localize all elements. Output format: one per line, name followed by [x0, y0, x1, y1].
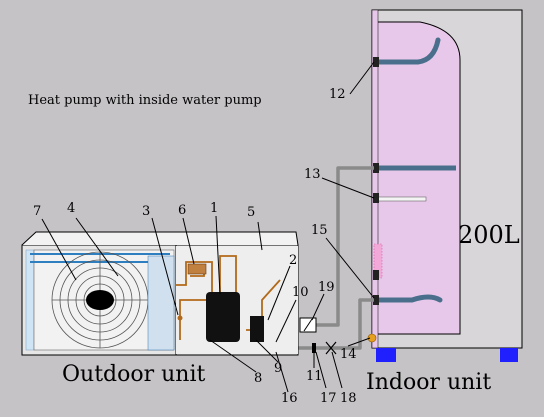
callout-12: 12: [329, 87, 346, 102]
coil-lower-connector: [373, 295, 379, 305]
tank-foot-left: [376, 348, 396, 362]
indoor-unit-caption: Indoor unit: [366, 370, 492, 395]
valve-17: [312, 343, 316, 353]
callout-10: 10: [292, 285, 309, 300]
callout-5: 5: [247, 205, 256, 220]
callout-8: 8: [254, 371, 263, 386]
callout-16: 16: [281, 391, 298, 406]
sensor-connector: [373, 193, 379, 203]
valve-18: [325, 341, 337, 355]
outdoor-unit: [21, 231, 299, 356]
leader-3: [151, 217, 179, 316]
leader-9: [255, 339, 279, 363]
hot-water-supply-pipe: [302, 166, 374, 327]
leader-10: [275, 299, 297, 343]
callout-1: 1: [210, 201, 219, 216]
tank-foot-right: [500, 348, 518, 362]
callout-18: 18: [340, 391, 357, 406]
leader-8: [209, 339, 257, 373]
leader-17: [315, 351, 327, 389]
callout-7: 7: [33, 204, 42, 219]
coil-upper-connector: [373, 163, 379, 173]
water-pipes: [282, 166, 374, 350]
callout-15: 15: [311, 223, 328, 238]
expansion-valve: [177, 315, 183, 321]
callout-4: 4: [67, 201, 76, 216]
outdoor-top-face: [21, 231, 299, 246]
plate-heat-exchanger: [250, 316, 264, 342]
fan-hub: [86, 290, 114, 310]
tank-capacity-label: 200L: [458, 221, 520, 249]
water-tank: [367, 9, 523, 362]
callout-17: 17: [320, 391, 337, 406]
callout-leaders: [41, 61, 375, 393]
leader-7: [41, 218, 77, 281]
coil-lower: [373, 294, 443, 303]
outdoor-unit-caption: Outdoor unit: [62, 362, 206, 387]
compressor: [206, 292, 240, 342]
leader-6: [182, 217, 195, 265]
condenser-fins: [147, 255, 175, 351]
leader-13: [321, 177, 375, 199]
stop-valves: [312, 341, 337, 355]
leader-5: [257, 221, 263, 251]
tank-interior: [375, 21, 461, 335]
leader-14: [347, 337, 371, 347]
leader-16: [275, 351, 289, 393]
leader-18: [331, 351, 343, 389]
evaporator-fins-left: [25, 249, 35, 351]
leader-4: [75, 217, 119, 277]
four-way-valve: [187, 263, 207, 275]
tank-left-wall: [371, 9, 379, 349]
check-valve: [299, 317, 317, 333]
leader-12: [349, 61, 375, 95]
callout-2: 2: [289, 253, 298, 268]
callout-3: 3: [142, 204, 151, 219]
callout-11: 11: [306, 369, 323, 384]
water-return-pipe: [282, 298, 374, 350]
callout-13: 13: [304, 167, 321, 182]
outlet-connector: [373, 57, 379, 67]
leader-15: [325, 237, 375, 299]
cold-water-inlet: [367, 333, 377, 343]
temperature-sensor-rod: [377, 196, 427, 202]
leader-2: [267, 265, 291, 321]
callout-14: 14: [340, 347, 357, 362]
hot-water-outlet-pipe: [373, 37, 441, 65]
leader-1: [215, 215, 221, 295]
callout-9: 9: [274, 361, 283, 376]
diagram-title: Heat pump with inside water pump: [28, 93, 262, 108]
leader-19: [311, 293, 325, 321]
callout-19: 19: [318, 280, 335, 295]
heater-connector: [373, 270, 379, 280]
callout-6: 6: [178, 203, 187, 218]
